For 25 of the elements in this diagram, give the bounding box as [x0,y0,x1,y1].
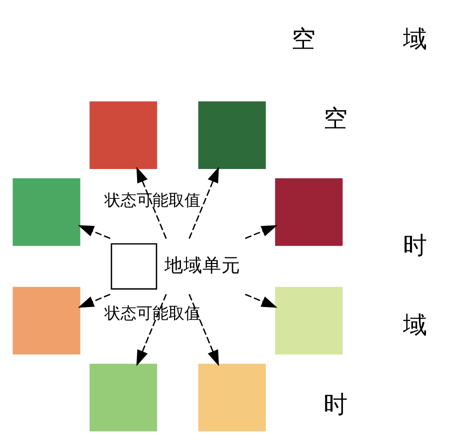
edge-label: 状态可能取值 [104,302,201,322]
node-box [275,286,343,354]
node-box [12,286,80,354]
label: 空 [292,24,316,52]
arrow [244,224,278,239]
label: 时 [323,390,348,418]
node-box [198,363,266,431]
arrow [136,293,167,366]
arrow [78,224,110,239]
edge-label: 状态可能取值 [104,190,201,209]
node-box [90,100,158,168]
arrow [188,293,219,366]
node-box [198,100,266,168]
arrow [136,166,167,238]
label: 空 [323,104,348,132]
node-label: 地域单元 [164,254,240,276]
label: 时 [402,231,427,260]
arrow [188,166,219,238]
node-box [90,363,158,431]
node-box [275,178,343,246]
arrow [78,293,110,308]
label: 域 [402,24,427,52]
node-box [12,178,80,246]
label: 域 [402,310,427,339]
arrow [244,293,278,308]
